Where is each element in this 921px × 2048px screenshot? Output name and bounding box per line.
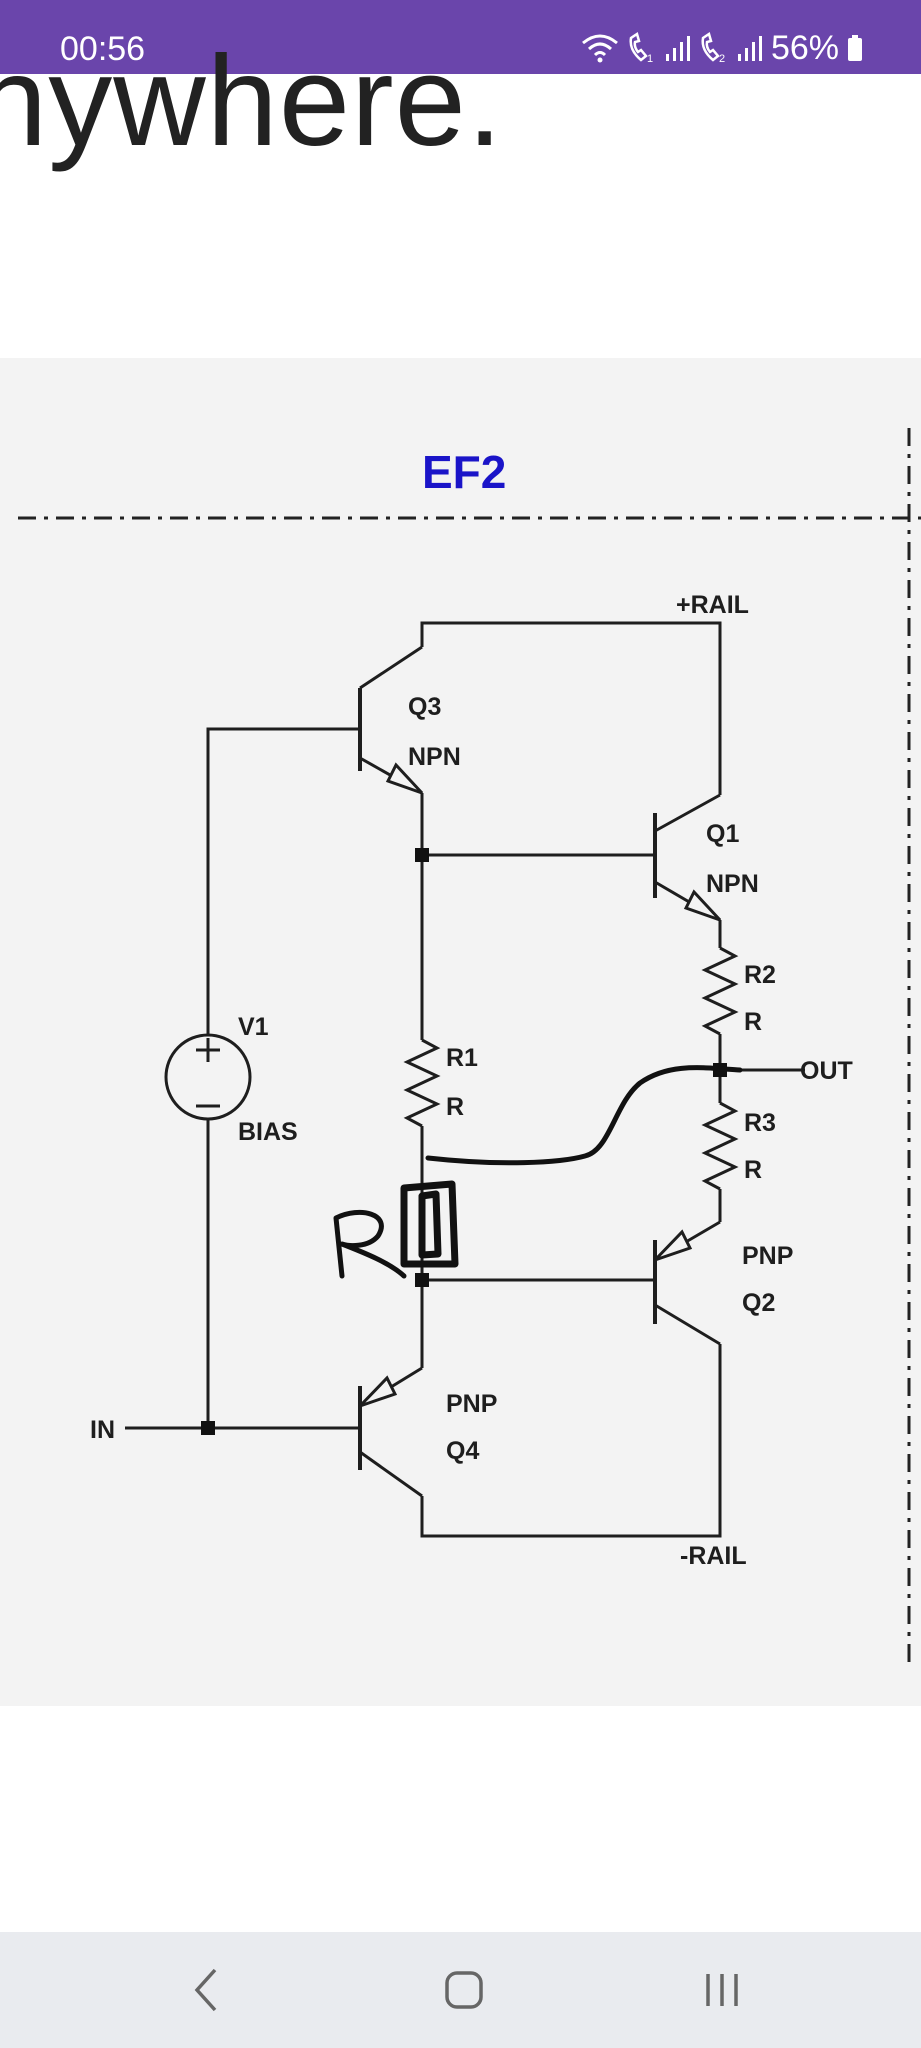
svg-text:1: 1 [647,53,653,64]
handwritten-resistor-box [400,1180,459,1268]
battery-icon [848,35,862,61]
rail-pos-wire [420,621,722,795]
handwritten-wire [425,1065,743,1166]
status-icons: 1 2 56% [581,28,863,68]
label-v1-name: V1 [238,1013,269,1041]
call-sim1-icon: 1 [629,32,653,64]
label-rail-pos: +RAIL [676,591,749,619]
schematic-figure: EF2 [0,358,921,1706]
status-time: 00:56 [60,30,146,68]
junction-node [201,1421,215,1435]
recents-icon [706,1974,738,2006]
handwritten-r-shape [333,1209,407,1279]
label-q1-name: Q1 [706,820,739,848]
back-button[interactable] [166,1960,246,2020]
rail-neg-wire [420,1344,722,1538]
call-sim2-icon: 2 [701,32,725,64]
battery-percent: 56% [770,28,839,67]
label-r3-value: R [744,1156,762,1184]
q1-emitter-arrow [683,889,722,922]
navigation-bar [0,1932,921,2048]
signal-icon [665,36,690,61]
q4-collector [359,1450,423,1498]
q3-emitter-arrow [385,762,424,795]
q2-emitter-arrow [653,1229,693,1262]
handwritten-label: R [0,358,1,359]
wifi-icon [581,34,618,63]
signal-icon [737,36,762,61]
home-icon [445,1971,483,2009]
label-v1-value: BIAS [238,1118,298,1146]
home-button[interactable] [424,1960,504,2020]
svg-text:2: 2 [719,53,725,64]
label-q2-name: Q2 [742,1289,775,1317]
label-input: IN [90,1416,115,1444]
label-r1-value: R [446,1093,464,1121]
q3-collector [359,645,423,690]
schematic-title: EF2 [422,446,506,498]
q4-emitter-arrow [358,1375,398,1408]
label-q4-name: Q4 [446,1437,479,1465]
label-r1-name: R1 [446,1044,478,1072]
bias-wire-top [206,727,360,1035]
heading-fragment: nywhere. [0,30,504,173]
label-q3-name: Q3 [408,693,441,721]
r2-resistor [701,946,739,1036]
junction-node [415,848,429,862]
label-q2-type: PNP [742,1242,793,1270]
label-r2-value: R [744,1008,762,1036]
r3-resistor [701,1101,739,1191]
junction-node [415,1273,429,1287]
label-output: OUT [800,1057,853,1085]
q2-collector [654,1303,721,1346]
label-rail-neg: -RAIL [680,1542,747,1570]
label-r2-name: R2 [744,961,776,989]
v1-source [164,1033,252,1121]
r1-resistor [403,1038,441,1128]
label-r3-name: R3 [744,1109,776,1137]
back-icon [194,1968,217,2012]
status-bar: 00:56 1 2 56% [0,0,921,74]
schematic-diagram: EF2 [0,358,921,1668]
label-q4-type: PNP [446,1390,497,1418]
recents-button[interactable] [682,1960,762,2020]
q1-collector [654,793,721,833]
label-q1-type: NPN [706,870,759,898]
label-q3-type: NPN [408,743,461,771]
